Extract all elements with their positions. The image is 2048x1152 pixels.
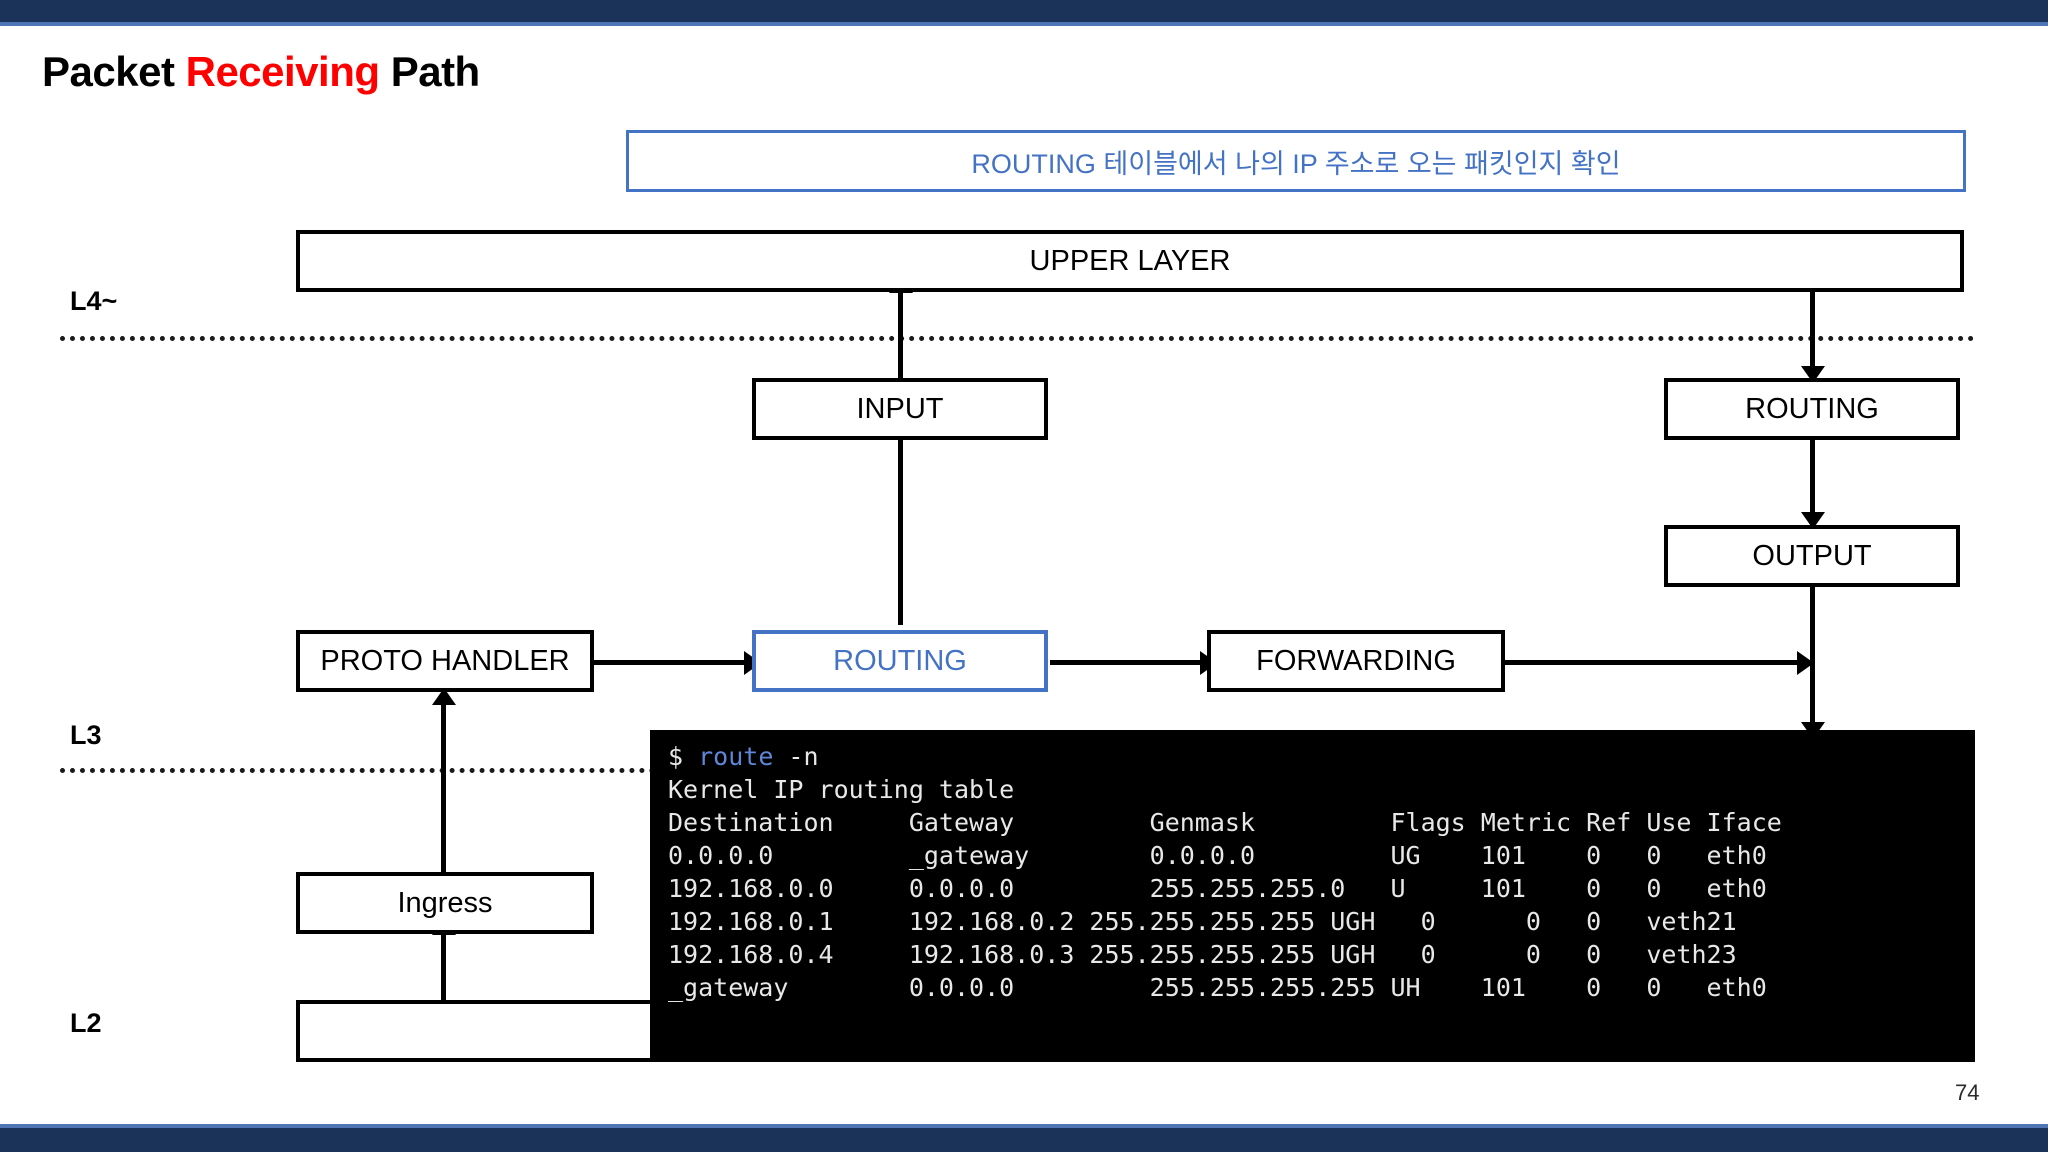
connector-forwarding-to-output-line — [1505, 660, 1813, 665]
terminal-row: 192.168.0.4 192.168.0.3 255.255.255.255 … — [668, 940, 1737, 969]
page-title: Packet Receiving Path — [42, 48, 480, 96]
layer-label-l3: L3 — [70, 720, 102, 750]
box-routing-middle[interactable]: ROUTING — [752, 630, 1048, 692]
box-input-label: INPUT — [856, 392, 944, 425]
page-number: 74 — [1955, 1080, 1980, 1105]
box-output-label: OUTPUT — [1752, 539, 1872, 572]
box-nic-driver[interactable] — [296, 1000, 696, 1062]
terminal-row: 192.168.0.0 0.0.0.0 255.255.255.0 U 101 … — [668, 874, 1767, 903]
bottom-accent-line — [0, 1124, 2048, 1128]
layer-label-l4: L4~ — [70, 286, 118, 316]
box-routing-middle-label: ROUTING — [833, 644, 967, 677]
title-part-2: Path — [379, 48, 481, 95]
title-highlight: Receiving — [185, 48, 380, 95]
terminal-row: 192.168.0.1 192.168.0.2 255.255.255.255 … — [668, 907, 1737, 936]
bottom-decoration-bar — [0, 1128, 2048, 1152]
callout-box: ROUTING 테이블에서 나의 IP 주소로 오는 패킷인지 확인 — [626, 130, 1966, 192]
box-upper-layer-label: UPPER LAYER — [1029, 244, 1231, 277]
terminal-header-line: Kernel IP routing table — [668, 775, 1015, 804]
terminal-row: 0.0.0.0 _gateway 0.0.0.0 UG 101 0 0 eth0 — [668, 841, 1767, 870]
terminal-window[interactable]: $ route -n Kernel IP routing table Desti… — [650, 730, 1975, 1062]
box-input[interactable]: INPUT — [752, 378, 1048, 440]
connector-nic-to-ingress — [441, 930, 446, 1008]
box-routing-right[interactable]: ROUTING — [1664, 378, 1960, 440]
arrowhead-forwarding-to-output-line — [1797, 651, 1814, 675]
top-accent-line — [0, 22, 2048, 26]
layer-divider-l4 — [60, 336, 1975, 341]
terminal-prompt: $ — [668, 742, 699, 771]
top-decoration-bar — [0, 0, 2048, 22]
connector-ingress-to-proto-handler — [441, 700, 446, 882]
arrowhead-routing-right-to-output — [1801, 512, 1825, 529]
box-ingress-label: Ingress — [397, 886, 493, 919]
connector-routing-right-to-output — [1810, 435, 1815, 535]
connector-routing-to-forwarding — [1050, 660, 1207, 665]
box-proto-handler-label: PROTO HANDLER — [320, 644, 570, 677]
terminal-command-line: $ route -n — [668, 740, 1975, 773]
connector-upper-layer-to-routing-right — [1810, 288, 1815, 380]
box-routing-right-label: ROUTING — [1745, 392, 1879, 425]
box-ingress[interactable]: Ingress — [296, 872, 594, 934]
box-output[interactable]: OUTPUT — [1664, 525, 1960, 587]
box-proto-handler[interactable]: PROTO HANDLER — [296, 630, 594, 692]
connector-input-to-upper-layer — [898, 290, 903, 390]
terminal-command-args: -n — [773, 742, 819, 771]
box-upper-layer[interactable]: UPPER LAYER — [296, 230, 1964, 292]
arrowhead-ingress-to-proto-handler — [432, 688, 456, 705]
connector-routing-to-input — [898, 425, 903, 625]
box-forwarding[interactable]: FORWARDING — [1207, 630, 1505, 692]
box-forwarding-label: FORWARDING — [1256, 644, 1456, 677]
title-part-1: Packet — [42, 48, 186, 95]
terminal-column-header: Destination Gateway Genmask Flags Metric… — [668, 808, 1782, 837]
terminal-command-keyword: route — [698, 742, 774, 771]
callout-text: ROUTING 테이블에서 나의 IP 주소로 오는 패킷인지 확인 — [971, 148, 1621, 179]
layer-label-l2: L2 — [70, 1008, 102, 1038]
terminal-row: _gateway 0.0.0.0 255.255.255.255 UH 101 … — [668, 973, 1767, 1002]
connector-proto-handler-to-routing — [594, 660, 750, 665]
